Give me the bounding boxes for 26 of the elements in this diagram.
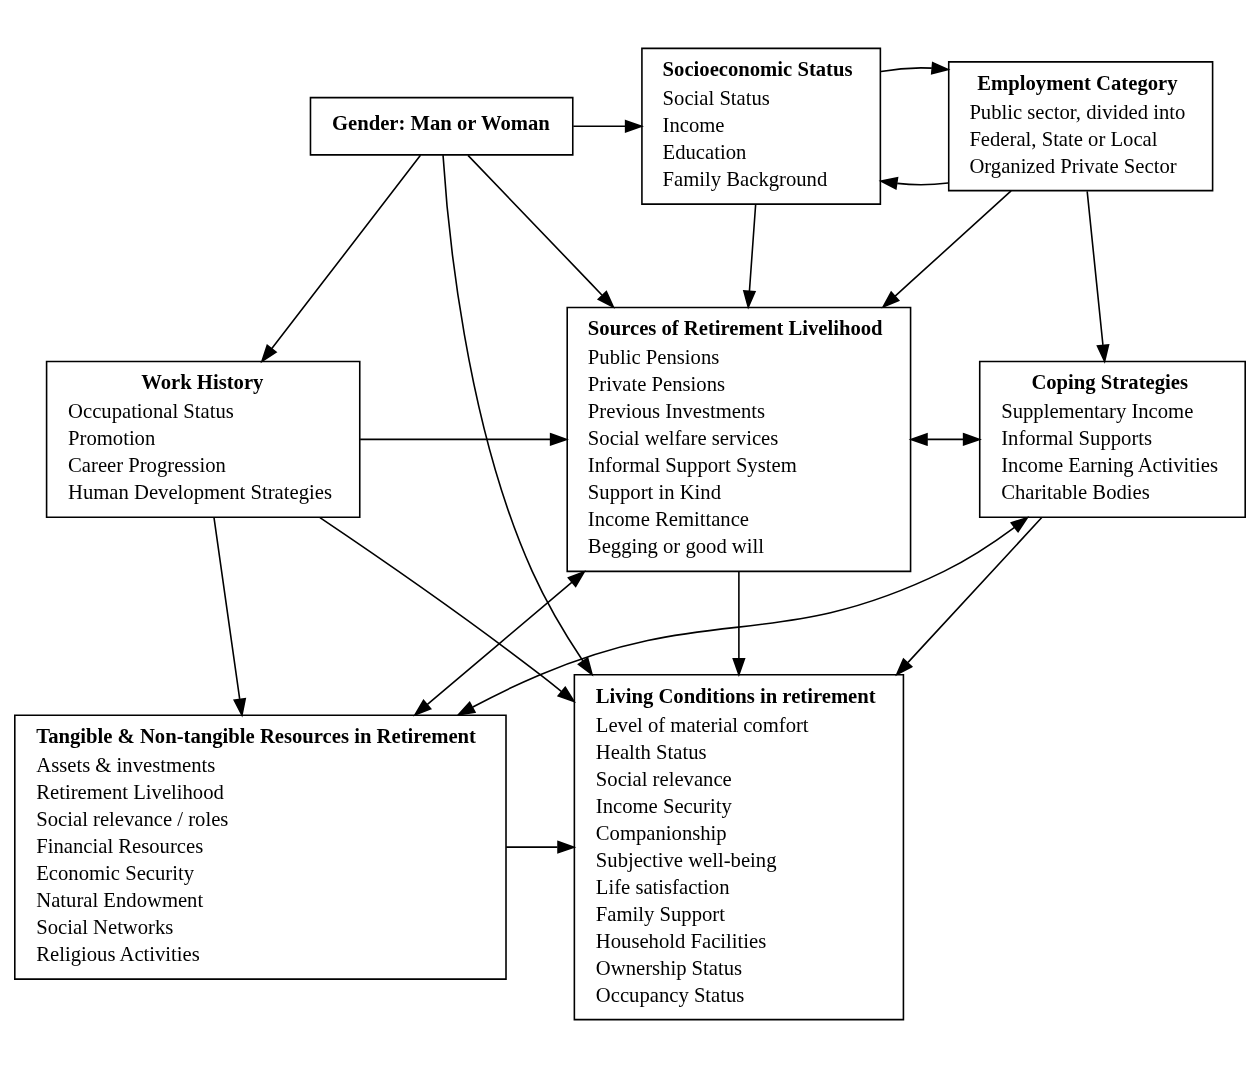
arrow xyxy=(213,516,247,718)
node-box: Employment Category Public sector, divided into Federal, State or Local Organized Private Sector xyxy=(947,61,1214,192)
arrow xyxy=(413,570,587,717)
node-box: Sources of Retirement Livelihood Public Pensions Private Pensions Previous Investments Social welfare services Informal Support System Support in Kind Income Remittance Begging or good will xyxy=(566,306,912,573)
node-box: Tangible & Non-tangible Resources in Retirement Assets & investments Retirement Livelihood Social relevance / roles Financial Resources Economic Security Natural Endowment Social Networks Religious Activities xyxy=(14,714,507,980)
arrow xyxy=(319,516,576,704)
node-box: Work History Occupational Status Promotion Career Progression Human Development Strategies xyxy=(45,360,361,519)
arrow xyxy=(742,203,757,310)
arrow xyxy=(881,190,1012,309)
arrow xyxy=(895,516,1043,677)
arrow xyxy=(908,432,982,447)
arrow xyxy=(880,61,951,75)
arrow xyxy=(260,154,422,364)
node-box: Coping Strategies Supplementary Income Informal Supports Income Earning Activities Charitable Bodies xyxy=(978,360,1246,519)
arrow xyxy=(878,176,949,191)
arrow xyxy=(442,154,594,677)
node-box: Living Conditions in retirement Level of material comfort Health Status Social relevance Income Security Companionship Subjective well-being Life satisfaction Family Support Household Facilities Ownership Status Occupancy Status xyxy=(573,673,905,1021)
arrow xyxy=(505,840,577,854)
arrow xyxy=(572,119,644,133)
node-box: Socioeconomic Status Social Status Income Education Family Background xyxy=(641,47,882,205)
arrow xyxy=(467,154,615,309)
node-box: Gender: Man or Woman xyxy=(309,96,574,156)
arrow xyxy=(1086,190,1110,364)
arrow xyxy=(456,516,1030,717)
arrow xyxy=(732,571,746,678)
arrow xyxy=(359,432,569,447)
